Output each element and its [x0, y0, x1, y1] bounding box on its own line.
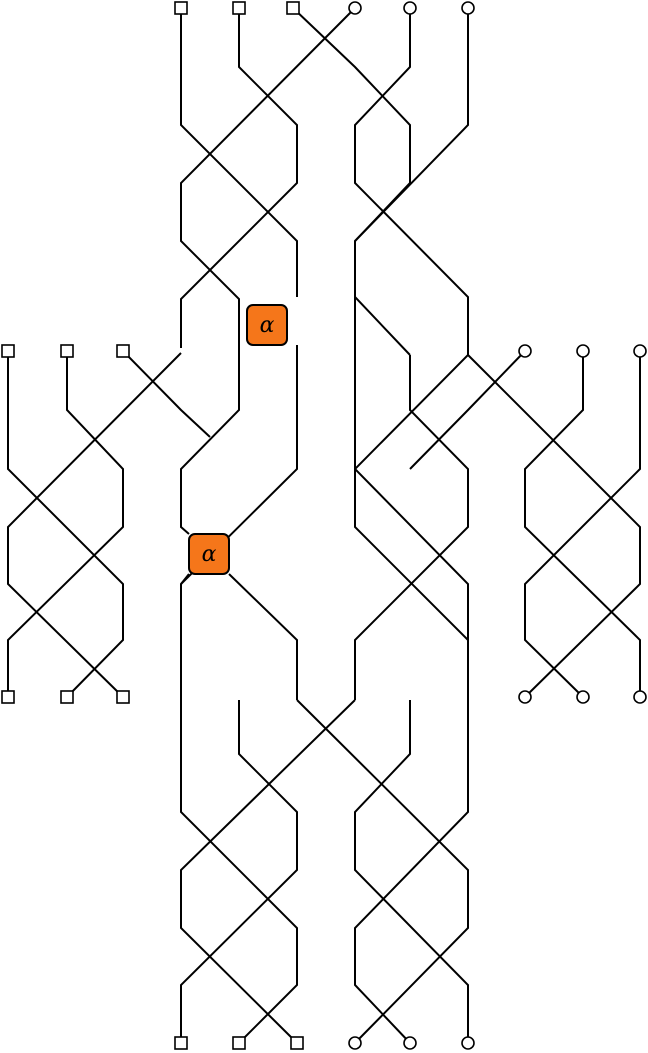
- wire-17: [122, 350, 211, 438]
- wire-1: [180, 8, 298, 297]
- alpha-box-lower: α: [188, 533, 230, 575]
- wire-24: [180, 700, 298, 1043]
- alpha-box-lower-label: α: [202, 542, 217, 567]
- wire-22: [467, 354, 641, 698]
- wire-15: [7, 351, 124, 698]
- wire-14: [180, 573, 190, 585]
- wire-4: [180, 7, 356, 348]
- circle-terminal-10: [348, 1036, 362, 1050]
- wire-3: [292, 7, 411, 356]
- circle-terminal-9: [633, 690, 647, 704]
- circle-terminal-7: [518, 690, 532, 704]
- circle-terminal-2: [403, 1, 417, 15]
- alpha-box-lower-rect: [188, 533, 230, 575]
- wire-6: [354, 8, 469, 348]
- boxes: α α: [188, 304, 288, 575]
- wire-27: [354, 700, 469, 1043]
- wires: [7, 7, 641, 1044]
- alpha-box-upper-label: α: [260, 313, 275, 338]
- square-terminal-4: [1, 344, 15, 358]
- circle-terminal-5: [576, 344, 590, 358]
- circle-terminal-8: [576, 690, 590, 704]
- circle-terminal-12: [461, 1036, 475, 1050]
- circle-terminal-6: [633, 344, 647, 358]
- alpha-box-upper: α: [246, 304, 288, 346]
- wire-23: [180, 700, 298, 1044]
- wire-16: [7, 351, 124, 697]
- wire-21: [524, 351, 641, 698]
- circle-terminal-11: [403, 1036, 417, 1050]
- wire-13: [228, 573, 298, 700]
- wire-2: [180, 8, 298, 348]
- wire-10: [354, 355, 469, 700]
- wire-7: [180, 348, 298, 700]
- square-terminal-10: [174, 1036, 188, 1050]
- wire-5: [354, 8, 469, 348]
- circle-terminal-3: [461, 1, 475, 15]
- square-terminal-9: [116, 690, 130, 704]
- square-terminal-12: [290, 1036, 304, 1050]
- square-terminal-6: [116, 344, 130, 358]
- wire-8: [180, 348, 240, 535]
- wire-19: [409, 350, 526, 470]
- wire-26: [180, 699, 356, 1044]
- wire-28: [354, 700, 469, 1044]
- wire-12: [354, 348, 469, 641]
- square-terminal-3: [286, 1, 300, 15]
- square-terminal-1: [174, 1, 188, 15]
- circle-terminal-4: [518, 344, 532, 358]
- wire-25: [296, 699, 469, 1044]
- square-terminal-11: [232, 1036, 246, 1050]
- square-terminal-5: [60, 344, 74, 358]
- square-terminal-7: [1, 690, 15, 704]
- circle-terminal-1: [348, 1, 362, 15]
- wire-18: [7, 352, 182, 698]
- wire-11: [354, 348, 469, 700]
- square-terminal-8: [60, 690, 74, 704]
- square-terminal-2: [232, 1, 246, 15]
- alpha-box-upper-rect: [246, 304, 288, 346]
- wire-20: [524, 351, 641, 697]
